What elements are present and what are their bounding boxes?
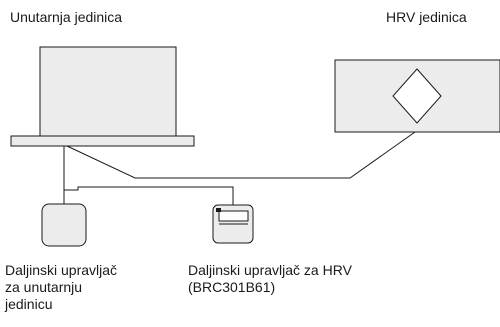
hrv-unit-title: HRV jedinica [386,9,467,25]
remote-hrv-label: Daljinski upravljač za HRV (BRC301B61) [188,262,428,296]
remote-hrv-controller [212,204,254,244]
indoor-unit-panel [10,135,195,147]
remote-indoor-label: Daljinski upravljač za unutarnju jedinic… [5,262,165,313]
remote-indoor-label-line: Daljinski upravljač [5,262,118,278]
indoor-unit-title: Unutarnja jedinica [10,9,123,25]
wire-remote-indoor-to-remote-hrv [64,186,234,205]
remote-indoor-controller [41,203,87,247]
remote-hrv-label-line: Daljinski upravljač za HRV [188,262,352,278]
remote-hrv-screen [218,210,249,222]
remote-hrv-label-line: (BRC301B61) [188,279,276,295]
remote-hrv-indicator [216,208,221,212]
hrv-heat-exchanger-diamond [392,68,442,124]
remote-indoor-label-line: jedinicu [5,296,53,312]
indoor-unit-body [39,46,177,137]
wire-indoor-to-hrv [66,131,416,179]
remote-indoor-label-line: za unutarnju [5,279,83,295]
